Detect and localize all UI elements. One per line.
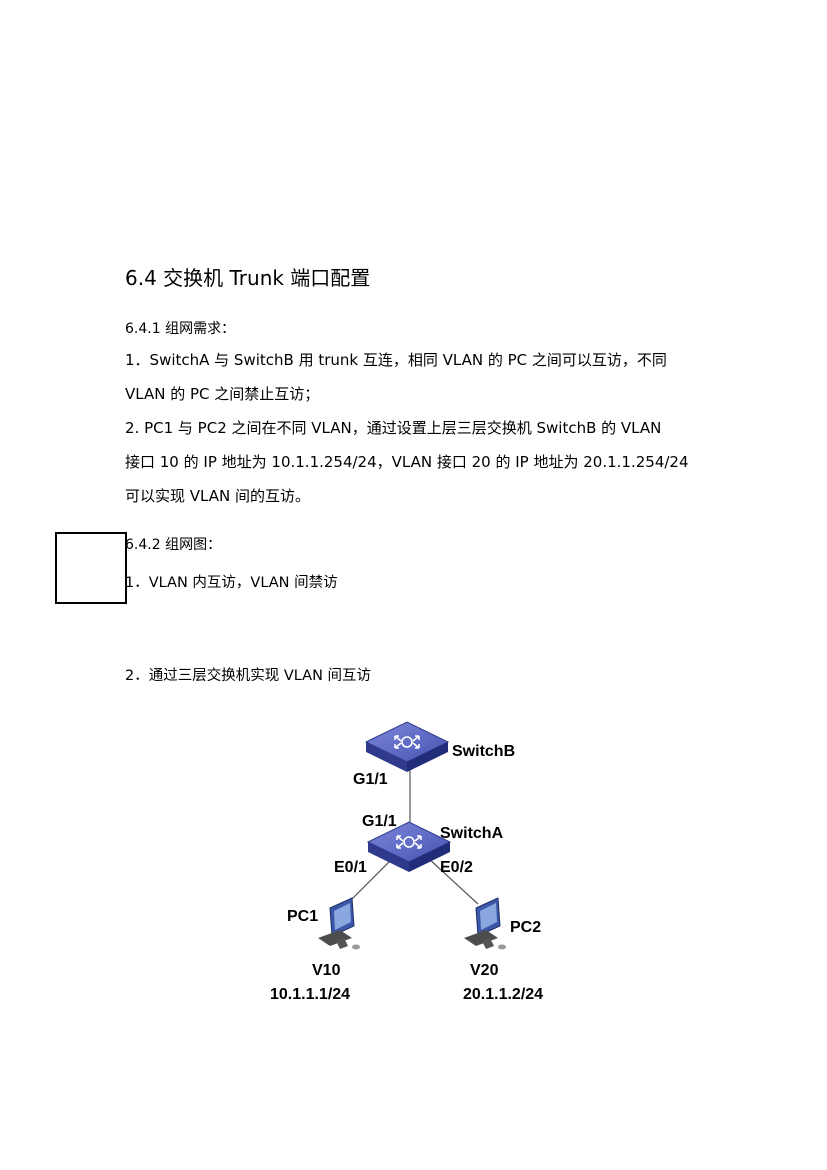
pc1-computer-icon [318, 897, 360, 950]
diagram-item-1: 1．VLAN 内互访，VLAN 间禁访 [125, 575, 338, 591]
switch-a-icon [366, 821, 452, 872]
requirement-line: 1．SwitchA 与 SwitchB 用 trunk 互连，相同 VLAN 的… [125, 351, 667, 369]
link-pc2 [427, 857, 479, 905]
diagram-heading: 6.4.2 组网图： [125, 537, 222, 553]
pc1-ip-label: 10.1.1.1/24 [270, 986, 350, 1003]
pc2-vlan-label: V20 [470, 962, 499, 979]
requirements-heading: 6.4.1 组网需求： [125, 321, 236, 337]
pc2-ip-label: 20.1.1.2/24 [463, 986, 543, 1003]
switch-a-uplink-port-label: G1/1 [362, 813, 397, 830]
pc1-vlan-label: V10 [312, 962, 341, 979]
switch-a-port-e01-label: E0/1 [334, 859, 367, 876]
requirement-line: 接口 10 的 IP 地址为 10.1.1.254/24，VLAN 接口 20 … [125, 453, 689, 471]
pc2-computer-icon [464, 897, 506, 950]
requirement-line: VLAN 的 PC 之间禁止互访； [125, 385, 320, 403]
switch-a-label: SwitchA [440, 825, 504, 842]
requirement-line: 可以实现 VLAN 间的互访。 [125, 487, 310, 505]
switch-b-port-label: G1/1 [353, 771, 388, 788]
switch-a-port-e02-label: E0/2 [440, 859, 473, 876]
switch-b-label: SwitchB [452, 743, 515, 760]
section-title: 6.4 交换机 Trunk 端口配置 [125, 266, 371, 290]
requirement-line: 2. PC1 与 PC2 之间在不同 VLAN，通过设置上层三层交换机 Swit… [125, 419, 662, 437]
pc2-label: PC2 [510, 919, 541, 936]
link-pc1 [345, 857, 394, 906]
switch-b-icon [364, 721, 450, 772]
diagram-item-2: 2．通过三层交换机实现 VLAN 间互访 [125, 668, 372, 684]
empty-figure-box [55, 532, 127, 604]
pc1-label: PC1 [287, 908, 318, 925]
